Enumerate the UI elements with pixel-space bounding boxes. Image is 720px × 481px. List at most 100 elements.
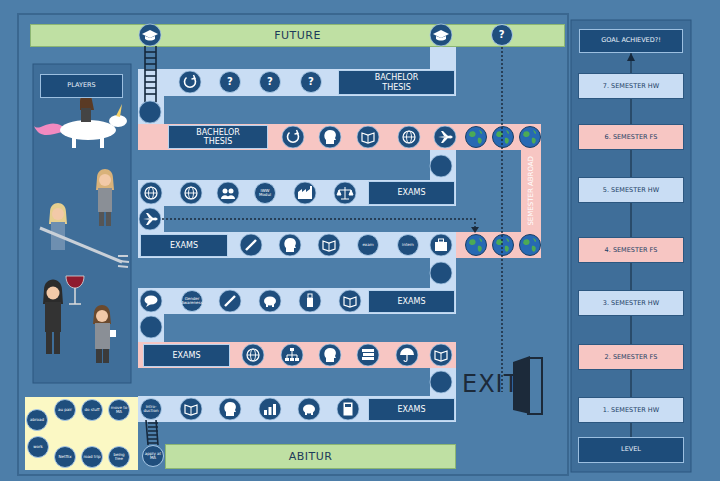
level-connector bbox=[631, 150, 632, 177]
door-frame bbox=[527, 358, 542, 414]
path-band bbox=[138, 232, 456, 258]
node-text: SEMESTER ABROAD bbox=[527, 156, 535, 226]
node-text: Netflix bbox=[58, 455, 71, 459]
node-text: move to MA bbox=[109, 406, 129, 414]
icon bbox=[242, 344, 264, 366]
exams-box: EXAMS bbox=[143, 344, 230, 367]
earth-icon bbox=[466, 127, 487, 148]
icon bbox=[140, 182, 162, 204]
node-text: road trip bbox=[83, 455, 100, 459]
question-circle: ? bbox=[491, 24, 513, 46]
ladder bbox=[145, 46, 156, 102]
question-circle: ? bbox=[300, 71, 322, 93]
field-circle: Gender Awareness bbox=[181, 290, 203, 312]
earth-icon bbox=[520, 127, 541, 148]
path-band bbox=[430, 368, 456, 396]
path-band bbox=[430, 150, 456, 180]
field-circle: apply at MA bbox=[142, 445, 164, 467]
icon bbox=[279, 234, 301, 256]
field-circle bbox=[139, 101, 161, 123]
field-circle bbox=[430, 371, 452, 393]
avatar-person bbox=[96, 169, 114, 226]
option-circle: move to MA bbox=[108, 399, 130, 421]
exams-box: EXAMS bbox=[368, 290, 455, 313]
icon bbox=[282, 126, 304, 148]
icon bbox=[299, 290, 321, 312]
level-panel bbox=[571, 20, 691, 472]
exams-box: EXAMS bbox=[140, 234, 228, 257]
icon bbox=[140, 290, 162, 312]
icon bbox=[259, 398, 281, 420]
icon bbox=[319, 126, 341, 148]
path-band bbox=[138, 206, 164, 232]
goal-box: GOAL ACHIEVED?! bbox=[579, 29, 683, 53]
node-text: being free bbox=[109, 453, 129, 461]
path-band bbox=[456, 232, 541, 258]
node-text: 2. SEMESTER FS bbox=[605, 353, 658, 361]
board-frame bbox=[18, 14, 568, 475]
abitur-band: ABITUR bbox=[165, 444, 456, 469]
node-text: au pair bbox=[58, 408, 72, 412]
icon bbox=[430, 234, 452, 256]
icon bbox=[294, 182, 316, 204]
node-text: 5. SEMESTER HW bbox=[603, 186, 659, 194]
path-band bbox=[430, 258, 456, 288]
field-circle bbox=[139, 101, 161, 123]
field-circle bbox=[140, 316, 162, 338]
future-band: FUTURE? bbox=[30, 24, 565, 47]
field-circle bbox=[430, 262, 452, 284]
earth-icon bbox=[520, 235, 541, 256]
level-box: 4. SEMESTER FS bbox=[578, 237, 684, 263]
node-text: IWW Modul bbox=[255, 189, 275, 197]
icon bbox=[337, 398, 359, 420]
free-time-area bbox=[25, 397, 138, 470]
level-connector bbox=[631, 370, 632, 397]
icon bbox=[318, 234, 340, 256]
node-text: FUTURE bbox=[274, 29, 321, 42]
node-text: 7. SEMESTER HW bbox=[603, 82, 659, 90]
node-text: EXAMS bbox=[398, 297, 426, 306]
path-band bbox=[138, 124, 541, 150]
node-text: ? bbox=[499, 30, 505, 41]
avatar-fork bbox=[40, 203, 129, 267]
icon bbox=[240, 234, 262, 256]
question-circle: ? bbox=[219, 71, 241, 93]
players-box: PLAYERS bbox=[40, 74, 123, 98]
icon bbox=[217, 182, 239, 204]
option-circle: au pair bbox=[54, 399, 76, 421]
path-band bbox=[138, 288, 456, 314]
node-text: do stuff bbox=[84, 408, 99, 412]
option-circle: road trip bbox=[81, 446, 103, 468]
level-box: 5. SEMESTER HW bbox=[578, 177, 684, 203]
option-circle: abroad bbox=[26, 409, 48, 431]
node-text: 6. SEMESTER FS bbox=[605, 133, 658, 141]
level-connector bbox=[631, 53, 632, 73]
arrow-head bbox=[471, 227, 479, 233]
earth-icon bbox=[466, 235, 487, 256]
level-box: 2. SEMESTER FS bbox=[578, 344, 684, 370]
earth-icon bbox=[493, 127, 514, 148]
path-band bbox=[138, 69, 456, 96]
node-text: Gender Awareness bbox=[181, 297, 202, 305]
node-text: BACHELOR THESIS bbox=[366, 73, 428, 91]
node-text: GOAL ACHIEVED?! bbox=[601, 37, 661, 44]
node-text: ABITUR bbox=[289, 450, 333, 463]
avatar-unicorn bbox=[34, 94, 127, 148]
path-band bbox=[138, 96, 164, 124]
thesis-box: BACHELOR THESIS bbox=[168, 125, 268, 149]
earth-icon bbox=[493, 235, 514, 256]
path-band bbox=[138, 180, 456, 206]
icon bbox=[259, 290, 281, 312]
field-circle: intro-duction bbox=[140, 398, 162, 420]
node-text: 4. SEMESTER FS bbox=[605, 246, 658, 254]
node-text: EXAMS bbox=[170, 241, 198, 250]
option-circle: Netflix bbox=[54, 446, 76, 468]
icon bbox=[180, 182, 202, 204]
level-connector bbox=[631, 203, 632, 237]
icon bbox=[139, 208, 161, 230]
level-box: 7. SEMESTER HW bbox=[578, 73, 684, 99]
node-text: LEVEL bbox=[621, 446, 641, 453]
question-circle: ? bbox=[259, 71, 281, 93]
node-text: intro-duction bbox=[141, 405, 161, 413]
